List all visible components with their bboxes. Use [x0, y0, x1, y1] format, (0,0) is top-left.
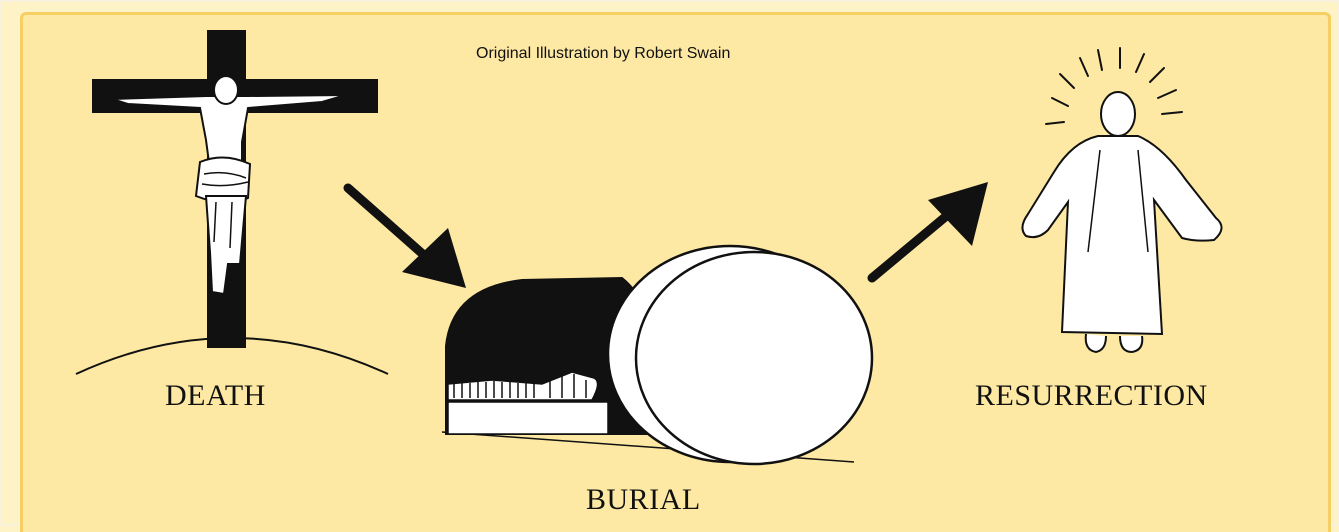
death-scene	[76, 30, 388, 374]
stage-label-burial: BURIAL	[586, 483, 701, 517]
stage-label-resurrection: RESURRECTION	[975, 379, 1208, 413]
arrow-burial-to-resurrection	[872, 182, 988, 278]
stage-label-death: DEATH	[165, 379, 266, 413]
resurrection-scene	[1022, 48, 1221, 352]
stone-front	[636, 252, 872, 464]
risen-figure	[1022, 92, 1221, 352]
illustration-credit: Original Illustration by Robert Swain	[476, 45, 730, 63]
tomb-floor	[448, 402, 608, 434]
burial-scene	[442, 246, 872, 464]
arrow-death-to-burial	[348, 188, 466, 288]
